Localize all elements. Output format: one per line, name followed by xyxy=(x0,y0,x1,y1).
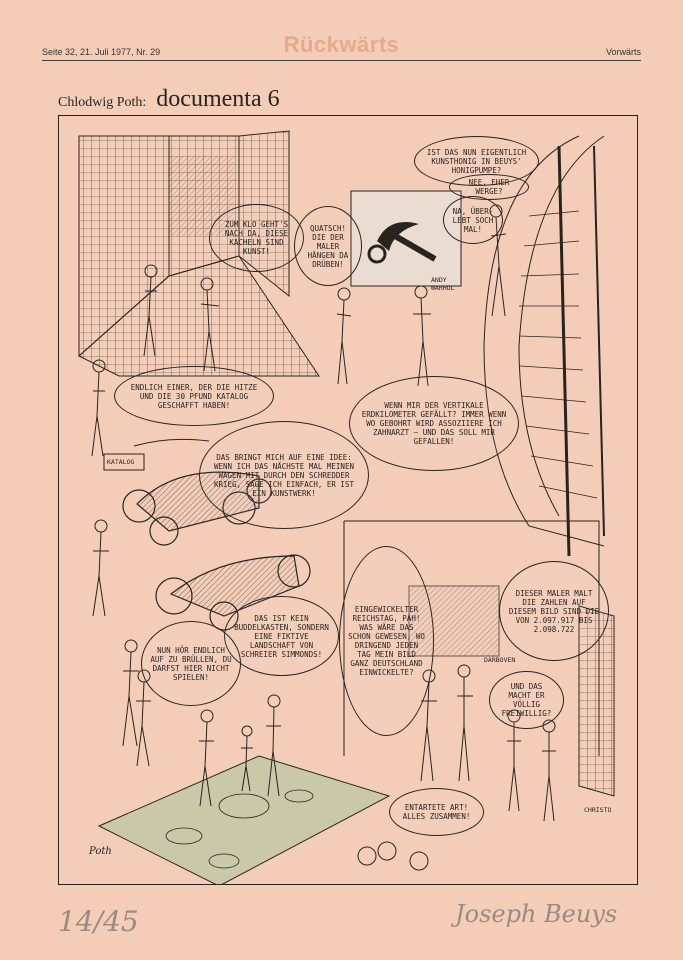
speech-bubble: ZUM KLO GEHT'S NACH DA, DIESE KACHELN SI… xyxy=(209,204,304,272)
speech-bubble: NA, ÜBER-LEBT SOCH MAL! xyxy=(443,196,503,244)
sandbox-landscape xyxy=(97,755,391,884)
speech-bubble: DIESER MALER MALT DIE ZAHLEN AUF DIESEM … xyxy=(499,561,609,661)
visitors-left xyxy=(92,519,139,747)
header-rule xyxy=(42,60,641,61)
cartoon-panel: ZUM KLO GEHT'S NACH DA, DIESE KACHELN SI… xyxy=(58,115,638,885)
warhol-caption: ANDY WARHOL xyxy=(431,276,455,292)
masthead: Rückwärts xyxy=(283,32,400,57)
gallery-room xyxy=(343,520,615,797)
section-name: Vorwärts xyxy=(605,47,641,57)
visitors-tiled-room xyxy=(143,264,220,372)
christo-caption: CHRISTO xyxy=(584,806,612,814)
visitors-painting xyxy=(336,285,431,387)
darboven-caption: DARBOVEN xyxy=(484,656,516,664)
speech-bubble: NUN HÖR ENDLICH AUF ZU BRÜLLEN, DU DARFS… xyxy=(141,621,241,706)
speech-bubble: DAS IST KEIN BUDDELKASTEN, SONDERN EINE … xyxy=(224,596,339,676)
newspaper-header: Seite 32, 21. Juli 1977, Nr. 29 Rückwärt… xyxy=(42,32,641,58)
page-title: Chlodwig Poth: documenta 6 xyxy=(58,86,280,113)
author-name: Chlodwig Poth: xyxy=(58,95,147,110)
visitors-bottom xyxy=(136,669,429,871)
pencil-signature: Joseph Beuys xyxy=(455,900,618,928)
catalog-caption: KATALOG xyxy=(107,458,135,466)
spiral-staircase xyxy=(483,135,605,557)
speech-bubble: DAS BRINGT MICH AUF EINE IDEE: WENN ICH … xyxy=(199,421,369,529)
speech-bubble: EINGEWICKELTER REICHSTAG, PAH! WAS WÄRE … xyxy=(339,546,434,736)
speech-bubble: WENN MIR DER VERTIKALE ERDKILOMETER GEFÄ… xyxy=(349,376,519,471)
cartoon-drawing xyxy=(78,130,615,884)
speech-bubble: NEE, EHER WERGE? xyxy=(449,174,529,200)
catalog-scene xyxy=(91,359,210,471)
edition-number: 14/45 xyxy=(58,905,139,938)
speech-bubble: ENDLICH EINER, DER DIE HITZE UND DIE 30 … xyxy=(114,366,274,426)
warhol-painting xyxy=(350,190,462,287)
speech-bubble: ENTARTETE ART! ALLES ZUSAMMEN! xyxy=(389,788,484,836)
artist-signature: Poth xyxy=(89,846,112,857)
speech-bubble: IST DAS NUN EIGENTLICH KUNSTHONIG IN BEU… xyxy=(414,136,539,186)
speech-bubble: UND DAS MACHT ER VÖLLIG FREIWILLIG? xyxy=(489,671,564,729)
cartoon-title: documenta 6 xyxy=(156,86,280,112)
speech-bubble: QUATSCH! DIE DER MALER HÄNGEN DA DRÜBEN! xyxy=(294,206,362,286)
tiled-room xyxy=(78,130,320,377)
issue-line: Seite 32, 21. Juli 1977, Nr. 29 xyxy=(42,47,161,57)
